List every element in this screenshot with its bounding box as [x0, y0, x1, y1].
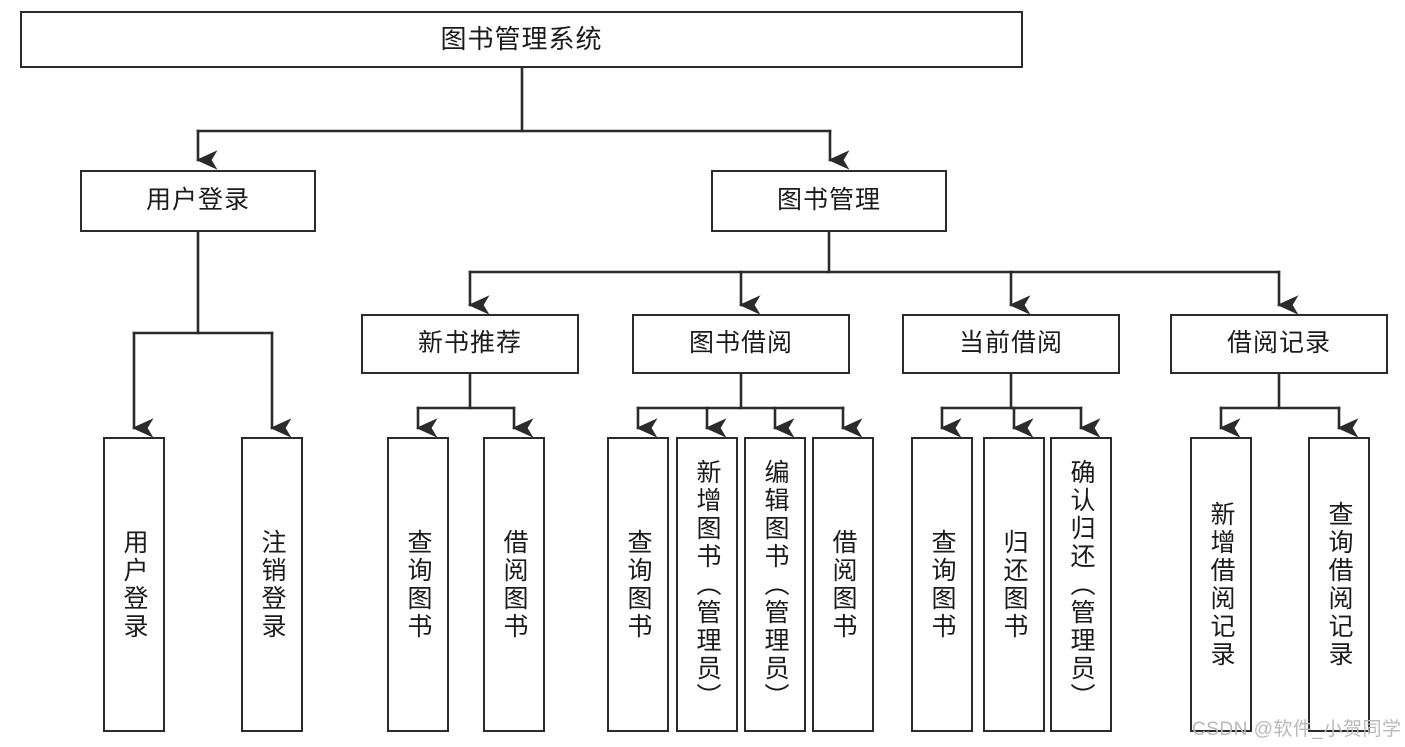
node-new-book-recommendation-label: 新书推荐: [417, 329, 522, 358]
leaf-query-book-current-label: 查询图书: [928, 528, 956, 641]
leaf-return-book[interactable]: 归还图书: [983, 437, 1045, 732]
leaf-query-book-rec-label: 查询图书: [404, 528, 432, 641]
csdn-watermark: CSDN @软件_小贺同学: [1192, 719, 1402, 740]
leaf-confirm-return-admin[interactable]: 确认归还（管理员）: [1050, 437, 1112, 732]
leaf-user-login-label: 用户登录: [120, 528, 148, 641]
node-root-label: 图书管理系统: [440, 24, 603, 55]
node-borrow-records-label: 借阅记录: [1226, 329, 1331, 358]
leaf-query-borrow-record[interactable]: 查询借阅记录: [1308, 437, 1370, 732]
leaf-borrow-book-rec[interactable]: 借阅图书: [483, 437, 545, 732]
leaf-add-borrow-record[interactable]: 新增借阅记录: [1190, 437, 1252, 732]
leaf-user-login[interactable]: 用户登录: [103, 437, 165, 732]
node-user-login[interactable]: 用户登录: [80, 170, 316, 232]
leaf-query-book-rec[interactable]: 查询图书: [387, 437, 449, 732]
leaf-query-book-borrow-label: 查询图书: [624, 528, 652, 641]
leaf-borrow-book[interactable]: 借阅图书: [812, 437, 874, 732]
node-book-borrow[interactable]: 图书借阅: [632, 314, 850, 374]
leaf-confirm-return-admin-label: 确认归还（管理员）: [1067, 458, 1095, 711]
leaf-add-book-admin[interactable]: 新增图书（管理员）: [676, 437, 738, 732]
node-book-management-label: 图书管理: [776, 186, 881, 215]
leaf-add-borrow-record-label: 新增借阅记录: [1207, 500, 1235, 669]
leaf-logout-login-label: 注销登录: [258, 528, 286, 641]
node-new-book-recommendation[interactable]: 新书推荐: [361, 314, 579, 374]
node-borrow-records[interactable]: 借阅记录: [1170, 314, 1388, 374]
leaf-return-book-label: 归还图书: [1000, 528, 1028, 641]
leaf-borrow-book-label: 借阅图书: [829, 528, 857, 641]
leaf-edit-book-admin-label: 编辑图书（管理员）: [761, 458, 789, 711]
leaf-query-book-borrow[interactable]: 查询图书: [607, 437, 669, 732]
node-book-management[interactable]: 图书管理: [711, 170, 947, 232]
leaf-edit-book-admin[interactable]: 编辑图书（管理员）: [744, 437, 806, 732]
leaf-query-book-current[interactable]: 查询图书: [911, 437, 973, 732]
leaf-logout-login[interactable]: 注销登录: [241, 437, 303, 732]
leaf-borrow-book-rec-label: 借阅图书: [500, 528, 528, 641]
leaf-query-borrow-record-label: 查询借阅记录: [1325, 500, 1353, 669]
node-current-borrow[interactable]: 当前借阅: [902, 314, 1120, 374]
node-user-login-label: 用户登录: [145, 186, 250, 215]
node-book-borrow-label: 图书借阅: [688, 329, 793, 358]
node-root[interactable]: 图书管理系统: [20, 11, 1023, 68]
node-current-borrow-label: 当前借阅: [958, 329, 1063, 358]
leaf-add-book-admin-label: 新增图书（管理员）: [693, 458, 721, 711]
